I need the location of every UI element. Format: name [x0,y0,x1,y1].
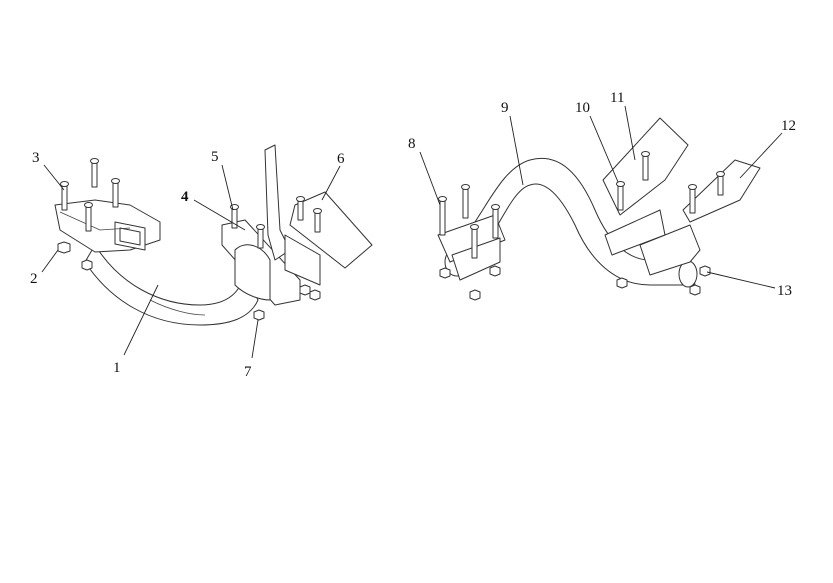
nut-part-13 [699,265,711,277]
bolts-part-3 [60,158,120,232]
mounting-plate-part-6 [289,191,373,269]
callout-12: 12 [781,118,796,134]
callout-11: 11 [610,90,624,106]
callout-8: 8 [408,136,416,152]
callout-5: 5 [211,149,219,165]
bent-tube-left [84,244,259,326]
callout-3: 3 [32,150,40,166]
callout-1: 1 [113,360,121,376]
nut-part-7 [253,309,265,321]
callout-9: 9 [501,100,509,116]
leader-lines [41,105,783,359]
callout-10: 10 [575,100,590,116]
right-assembly [437,117,761,301]
callout-labels: 1 2 3 4 5 6 7 8 9 10 11 12 13 [30,90,796,380]
nuts-part-2 [57,241,93,271]
bolts-part-8 [438,184,500,259]
callout-4: 4 [181,189,189,205]
left-assembly [54,144,373,326]
callout-13: 13 [777,283,792,299]
callout-6: 6 [337,151,345,167]
callout-7: 7 [244,364,252,380]
callout-2: 2 [30,271,38,287]
